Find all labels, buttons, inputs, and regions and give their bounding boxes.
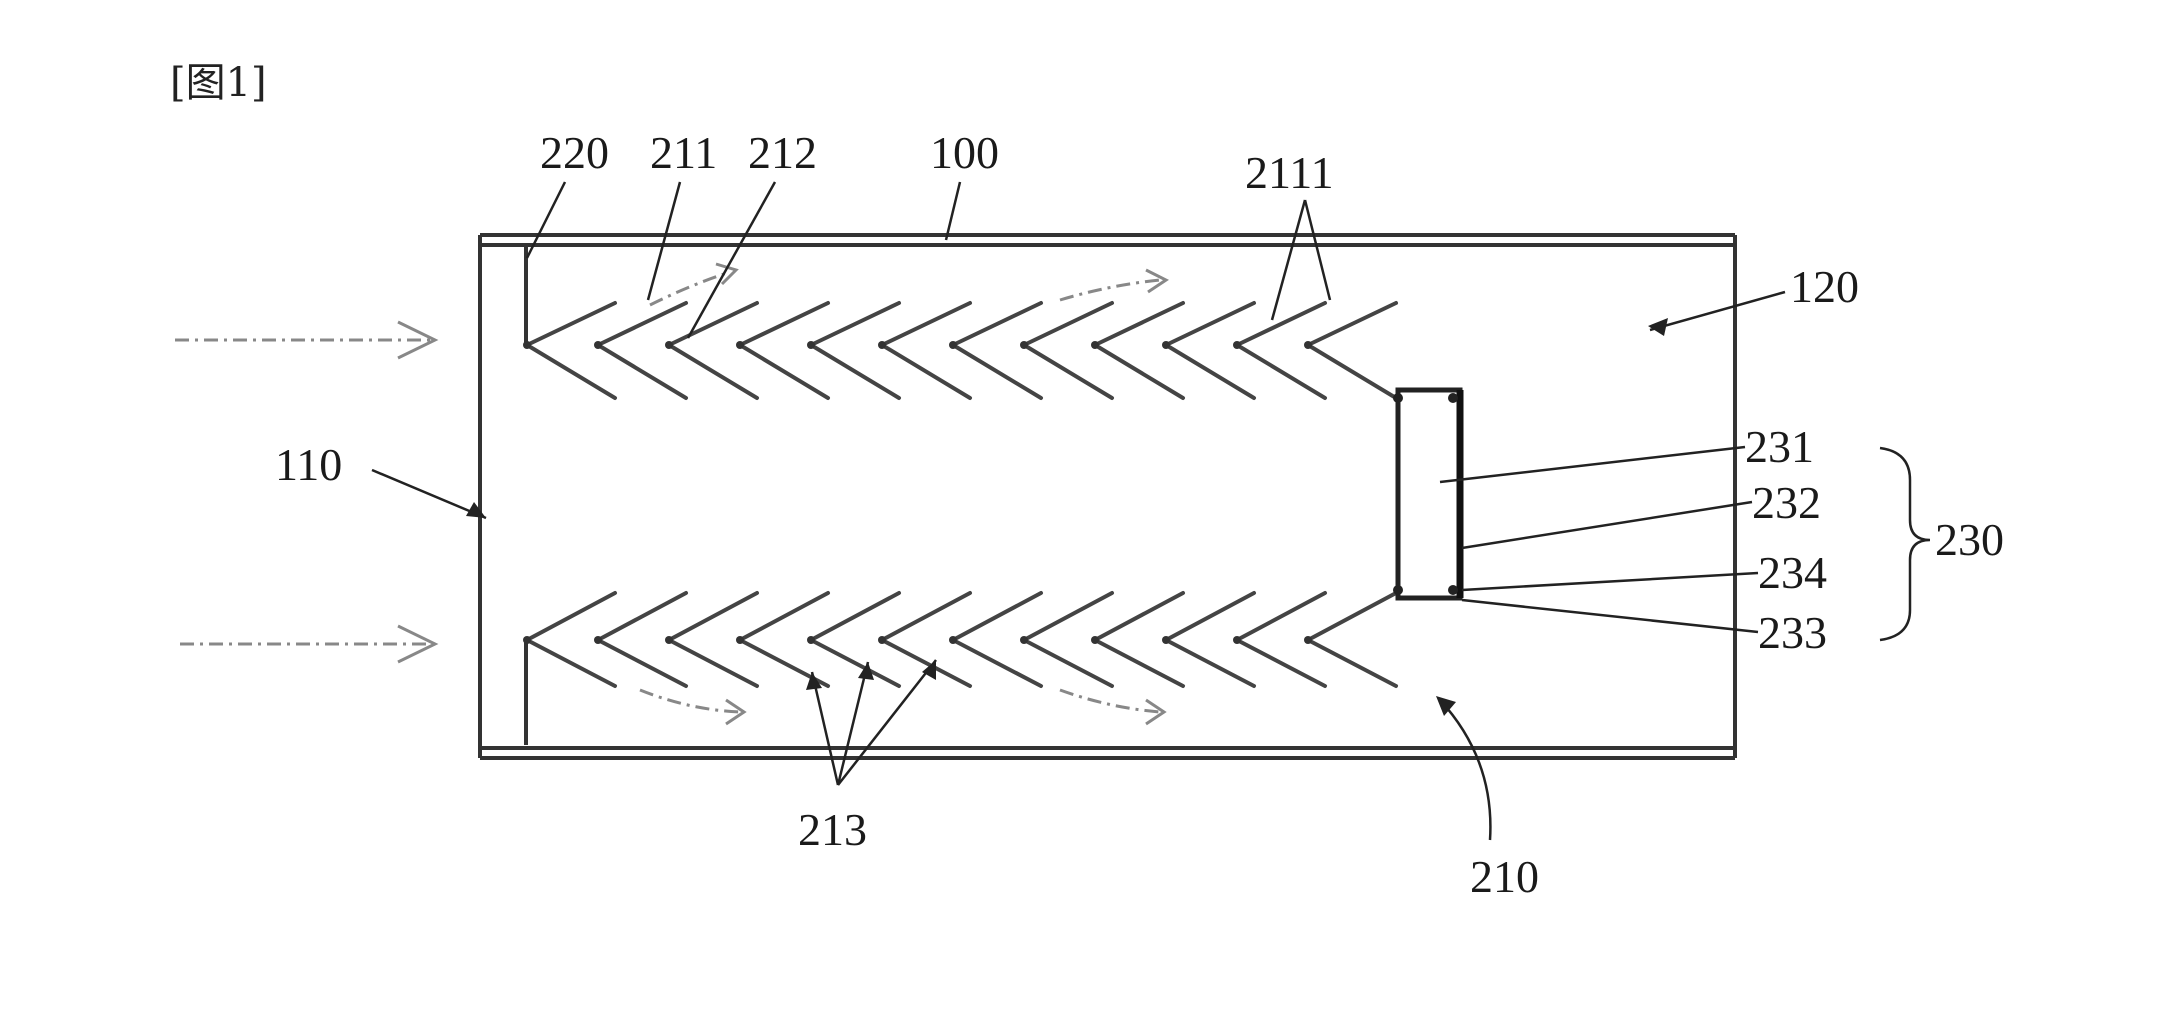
chevron-louver [1304, 301, 1398, 400]
chevron-louver [1233, 591, 1327, 688]
chevron-louver [949, 591, 1043, 688]
inflow-arrow-bottom [180, 624, 439, 664]
chevron-louver [736, 301, 830, 400]
chevron-louver [1091, 591, 1185, 688]
label-110: 110 [275, 439, 342, 490]
chevron-louver [807, 591, 901, 688]
chevron-louver [665, 591, 759, 688]
chevron-louvers-top [523, 301, 1398, 400]
chevron-louver [1233, 301, 1327, 400]
flow-arrow-internal-2 [1059, 268, 1169, 302]
chevron-louvers-bottom [523, 591, 1398, 688]
chevron-louver [1091, 301, 1185, 400]
chevron-louver [1020, 591, 1114, 688]
chevron-louver [665, 301, 759, 400]
label-211: 211 [650, 127, 717, 178]
label-231: 231 [1745, 421, 1814, 472]
label-212: 212 [748, 127, 817, 178]
leader-lines [371, 181, 1786, 841]
figure-title: [图1] [170, 60, 267, 106]
chevron-louver [594, 301, 688, 400]
label-220: 220 [540, 127, 609, 178]
label-233: 233 [1758, 607, 1827, 658]
label-2111: 2111 [1245, 147, 1334, 198]
chevron-louver [1304, 591, 1398, 688]
chevron-louver [1162, 301, 1256, 400]
chevron-louver [523, 591, 617, 688]
end-cap-assembly [1393, 387, 1464, 601]
chevron-louver [523, 301, 617, 400]
label-210: 210 [1470, 851, 1539, 902]
label-120: 120 [1790, 261, 1859, 312]
chevron-louver [1162, 591, 1256, 688]
flow-arrow-internal-1 [649, 262, 739, 307]
chevron-louver [1020, 301, 1114, 400]
housing [478, 233, 1737, 760]
label-213: 213 [798, 804, 867, 855]
chevron-louver [878, 591, 972, 688]
flow-arrow-internal-3 [639, 688, 747, 726]
brace-230 [1879, 446, 1931, 642]
flow-arrow-internal-4 [1059, 688, 1167, 726]
label-232: 232 [1752, 477, 1821, 528]
chevron-louver [807, 301, 901, 400]
label-230: 230 [1935, 514, 2004, 565]
chevron-louver [878, 301, 972, 400]
label-100: 100 [930, 127, 999, 178]
inflow-arrow-top [175, 320, 439, 360]
label-234: 234 [1758, 547, 1827, 598]
chevron-louver [594, 591, 688, 688]
chevron-louver [949, 301, 1043, 400]
